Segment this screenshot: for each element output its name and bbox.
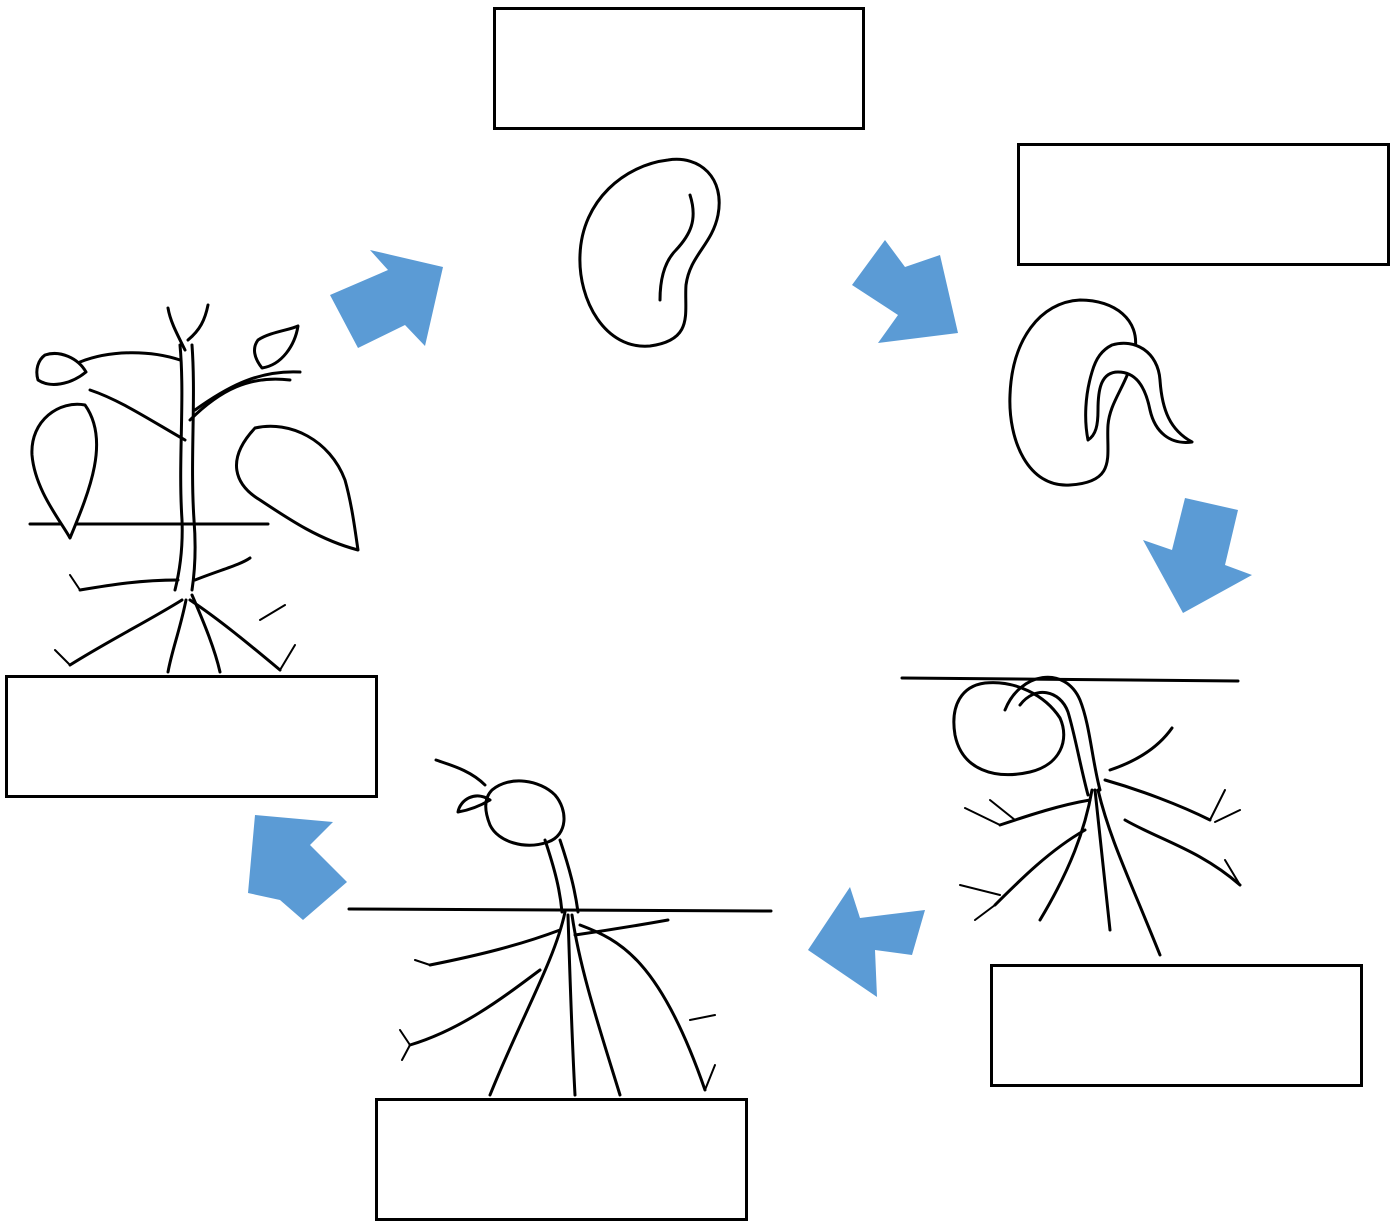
cycle-arrows [248, 240, 1252, 997]
seed-illustration [578, 157, 721, 348]
label-box-seed[interactable] [493, 7, 865, 130]
arrow-seed-to-germination [852, 240, 958, 343]
label-box-seedling[interactable] [375, 1098, 748, 1221]
adult-plant-illustration [28, 303, 360, 674]
root-growth-illustration [900, 675, 1242, 957]
label-box-root-growth[interactable] [990, 964, 1363, 1087]
germinating-seed-illustration [1008, 298, 1194, 487]
label-box-germination[interactable] [1017, 143, 1390, 266]
seedling-illustration [347, 758, 773, 1097]
arrow-germination-to-roots [1143, 498, 1252, 613]
arrow-plant-to-seed [330, 250, 443, 348]
arrow-roots-to-seedling [808, 887, 925, 997]
arrow-seedling-to-plant [248, 815, 347, 920]
label-box-adult-plant[interactable] [5, 675, 378, 798]
